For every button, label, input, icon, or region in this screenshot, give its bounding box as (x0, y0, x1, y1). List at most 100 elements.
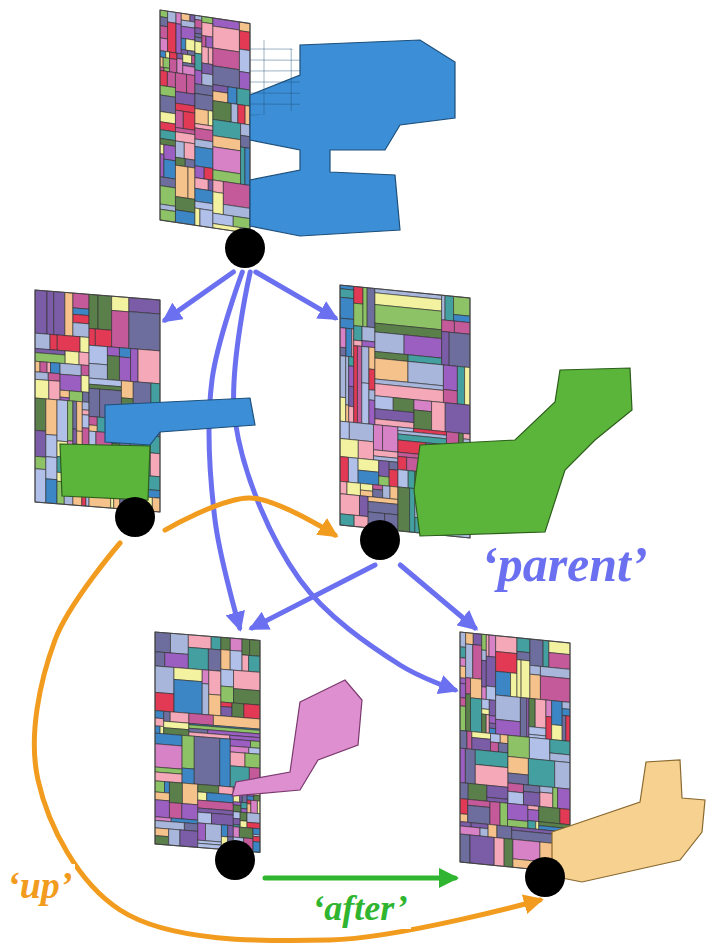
wall-patch (390, 486, 398, 499)
wall-patch (170, 633, 188, 654)
wall-patch (208, 48, 213, 65)
wall-patch (170, 58, 177, 72)
wall-patch (383, 486, 390, 499)
wall-patch (250, 640, 260, 657)
voxel-edge (552, 790, 705, 791)
wall-patch (57, 335, 80, 352)
wall-patch (362, 383, 369, 424)
wall-patch (504, 838, 513, 867)
wall-patch (486, 686, 495, 700)
voxel-edge (414, 464, 632, 466)
wall-patch (155, 711, 164, 719)
wall-patch (155, 792, 169, 801)
wall-patch (188, 635, 211, 649)
wall-patch (239, 49, 250, 73)
voxel-edge (552, 824, 705, 826)
wall-patch (69, 391, 82, 402)
wall-patch (175, 141, 184, 159)
voxel-edge (441, 40, 442, 236)
wall-patch (354, 346, 358, 423)
wall-patch (65, 351, 79, 365)
wall-patch (155, 828, 169, 837)
wall-patch (221, 650, 230, 670)
wall-patch (186, 39, 195, 52)
wall-patch (546, 716, 552, 739)
wall-patch (160, 186, 175, 207)
wall-patch (202, 22, 213, 37)
wall-patch (496, 652, 517, 674)
wall-patch (107, 356, 119, 381)
wall-patch (489, 723, 495, 729)
wall-patch (245, 753, 260, 768)
voxel-edge (232, 722, 362, 724)
wall-patch (183, 54, 192, 64)
wall-patch (460, 632, 466, 647)
voxel-edge (414, 442, 632, 443)
wall-patch (200, 209, 213, 228)
wall-patch (83, 392, 89, 402)
wall-patch (383, 425, 398, 452)
wall-patch (177, 58, 183, 73)
wall-patch (204, 167, 213, 180)
wall-patch (349, 357, 354, 367)
wall-patch (508, 791, 524, 805)
wall-patch (517, 651, 530, 661)
wall-patch (449, 332, 470, 367)
wall-patch (233, 812, 240, 819)
wall-patch (489, 635, 496, 657)
wall-patch (81, 365, 89, 376)
wall-patch (213, 26, 240, 52)
voxel-edge (616, 760, 617, 882)
voxel-edge (299, 680, 300, 796)
wall-patch (89, 328, 95, 345)
wall-patch (160, 51, 166, 58)
wall-patch (160, 38, 168, 52)
wall-patch (491, 733, 501, 743)
wall-patch (241, 147, 245, 185)
voxel-edge (60, 464, 150, 465)
voxel-edge (232, 744, 362, 745)
voxel-object (250, 40, 455, 236)
node-graphic (455, 628, 575, 900)
wall-patch (155, 632, 170, 653)
voxel-edge (610, 368, 611, 536)
wall-patch (389, 461, 398, 470)
wall-patch (340, 356, 346, 398)
voxel-object (414, 368, 632, 536)
node-graphic (335, 280, 480, 565)
wall-patch (408, 361, 443, 385)
graph-edge (165, 272, 233, 320)
wall-patch (528, 821, 536, 830)
wall-patch (465, 749, 475, 784)
wall-patch (242, 639, 250, 656)
voxel-edge (232, 700, 362, 702)
wall-patch (79, 352, 89, 366)
wall-patch (221, 825, 227, 837)
wall-patch (460, 666, 466, 678)
node-graphic (155, 8, 267, 272)
wall-patch (209, 694, 221, 716)
voxel-edge (414, 487, 632, 489)
wall-patch (35, 379, 49, 399)
wall-patch (491, 742, 499, 752)
voxel-edge (250, 191, 455, 192)
voxel-object (552, 760, 705, 882)
wall-patch (174, 679, 202, 714)
wall-patch (460, 814, 468, 823)
wall-patch (482, 699, 490, 709)
wall-patch (460, 698, 466, 707)
voxel-edge (232, 688, 362, 689)
wall-patch (362, 346, 369, 383)
wall-patch (180, 830, 198, 848)
wall-patch (251, 800, 258, 813)
wall-patch (35, 290, 47, 334)
wall-patch (527, 698, 529, 737)
wall-patch (232, 703, 244, 718)
graph-node (30, 285, 165, 543)
wall-patch (473, 633, 481, 645)
voxel-edge (105, 427, 255, 429)
wall-patch (230, 650, 242, 671)
wall-patch (35, 372, 48, 381)
wall-patch (155, 666, 174, 694)
wall-patch (77, 431, 83, 445)
